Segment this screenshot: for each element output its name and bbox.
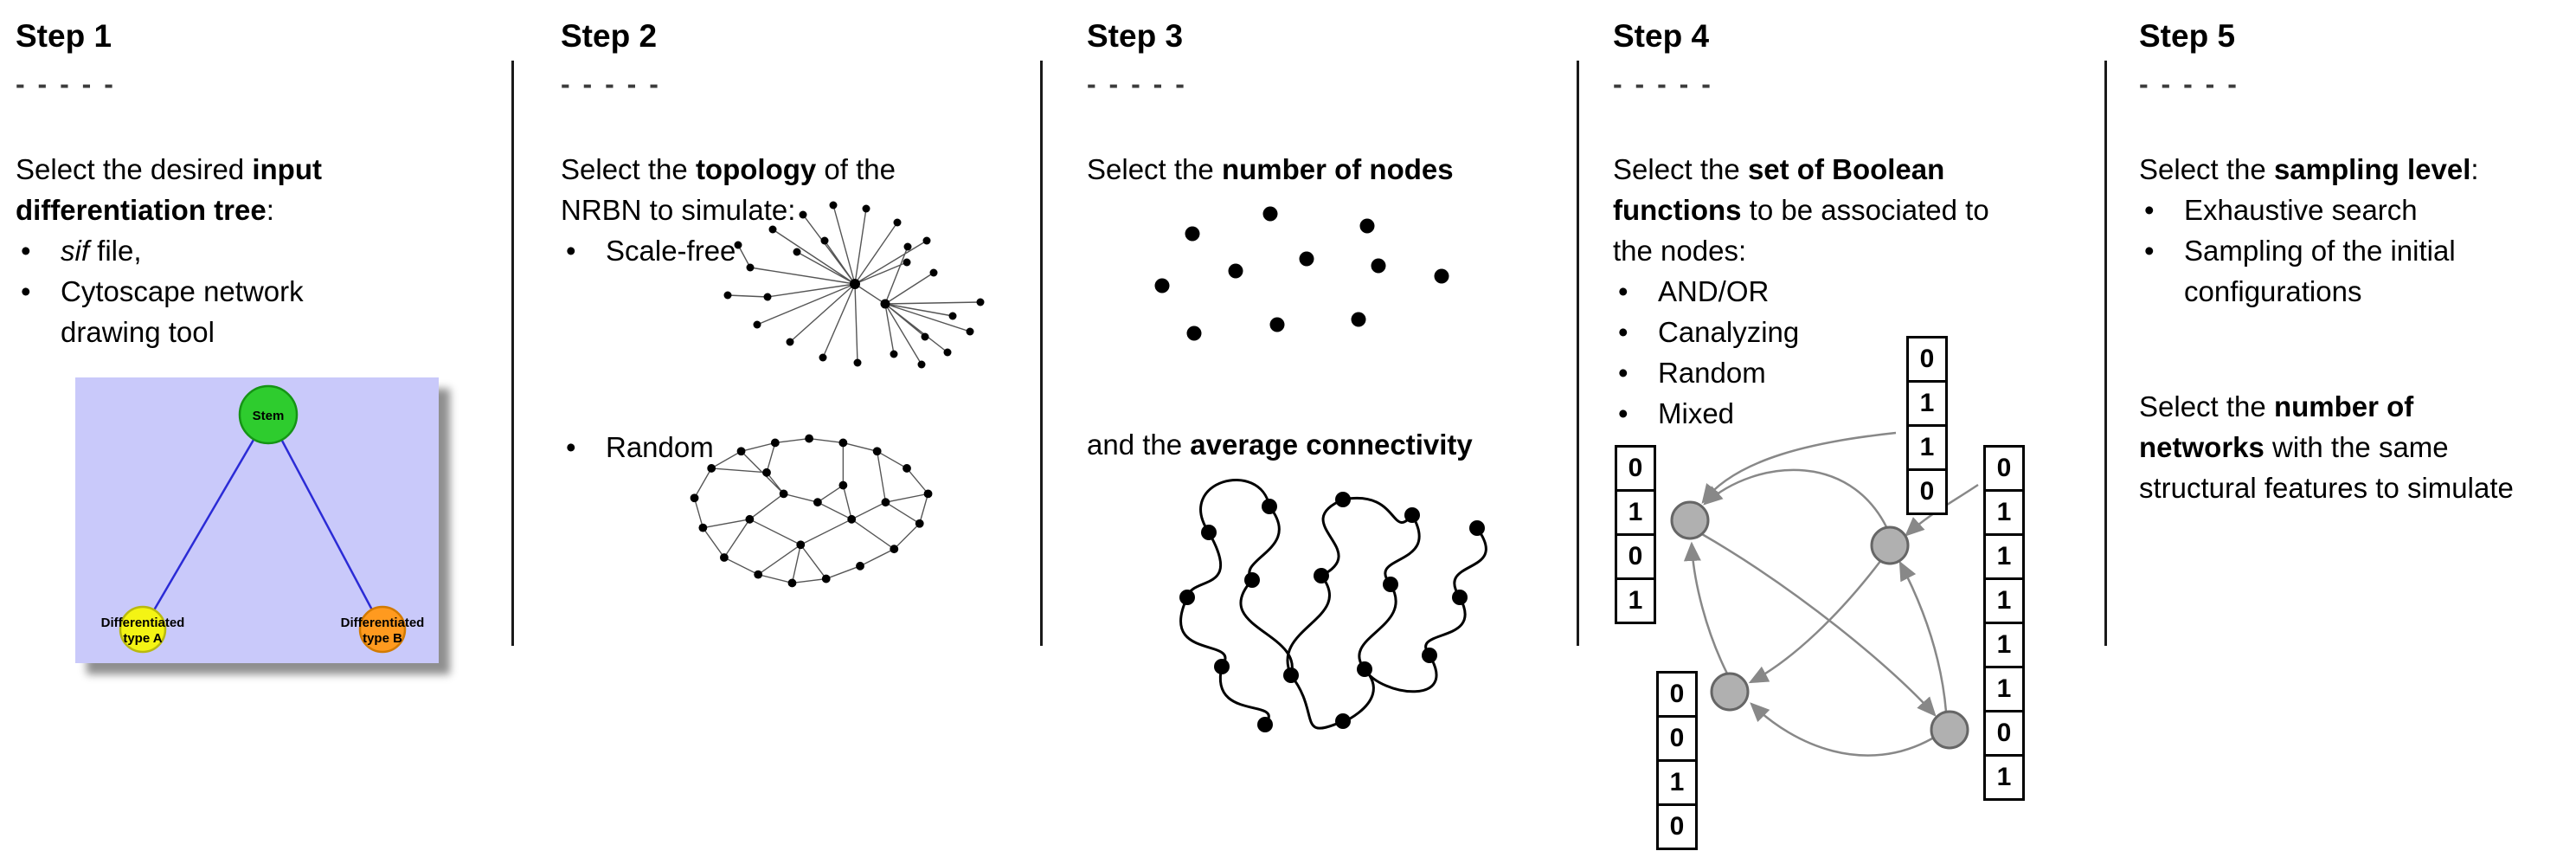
- truth-table-cell: 0: [1906, 468, 1948, 515]
- truth-table-right: 0 1 1 1 1 1 0 1: [1983, 445, 2025, 801]
- truth-table-top: 0 1 1 0: [1906, 336, 1948, 515]
- bullet-sif-file: • sif file,: [16, 230, 405, 271]
- bullet-exhaustive-search: • Exhaustive search: [2139, 190, 2576, 230]
- random-network-illustration: [690, 434, 933, 588]
- step-5-title: Step 5: [2139, 18, 2236, 54]
- connectivity-nodes: [1179, 492, 1485, 732]
- truth-table-cell: 0: [1615, 533, 1656, 580]
- scale-free-edges: [727, 204, 981, 365]
- bullet-scale-free: • Scale-free: [561, 230, 963, 271]
- bullet-icon: •: [2144, 194, 2155, 226]
- bullet-icon: •: [2144, 235, 2155, 267]
- tree-edge-right: [267, 414, 384, 630]
- truth-table-cell: 1: [1983, 489, 2025, 536]
- random-net-nodes: [690, 434, 933, 588]
- bullet-random: • Random: [561, 427, 963, 467]
- bullet-icon: •: [21, 275, 31, 307]
- step-1-title: Step 1: [16, 18, 112, 54]
- bullet-icon: •: [1618, 275, 1628, 307]
- step-3-dashes: - - - - -: [1087, 68, 1187, 100]
- differentiation-tree-illustration: Stem Differentiated type A Differentiate…: [75, 377, 439, 663]
- column-separator-2: [1040, 61, 1043, 646]
- step-4-title: Step 4: [1613, 18, 1710, 54]
- step-2-dashes: - - - - -: [561, 68, 661, 100]
- step-1-intro: Select the desired input differentiation…: [16, 153, 322, 226]
- truth-table-cell: 1: [1983, 622, 2025, 668]
- truth-table-cell: 1: [1983, 577, 2025, 624]
- bullet-icon: •: [1618, 357, 1628, 389]
- step-5-networks-para: Select the number of networks with the s…: [2139, 390, 2514, 504]
- step-2-intro: Select the topology of the NRBN to simul…: [561, 153, 896, 226]
- step-1-column: Step 1 - - - - - Select the desired inpu…: [16, 17, 405, 352]
- tree-edge-left: [141, 414, 270, 630]
- bullet-canalyzing: • Canalyzing: [1613, 312, 2050, 352]
- step-1-dashes: - - - - -: [16, 68, 116, 100]
- truth-table-left: 0 1 0 1: [1615, 445, 1656, 624]
- bullet-icon: •: [1618, 397, 1628, 429]
- step-5-dashes: - - - - -: [2139, 68, 2239, 100]
- type-a-label-line1: Differentiated: [101, 616, 185, 630]
- bullet-icon: •: [21, 235, 31, 267]
- type-b-label-line2: type B: [363, 631, 402, 646]
- step-3-line2: and the average connectivity: [1087, 429, 1473, 461]
- truth-table-cell: 0: [1656, 671, 1698, 718]
- type-b-label-line1: Differentiated: [341, 616, 425, 630]
- type-a-node: [119, 605, 167, 654]
- step-2-column: Step 2 - - - - - Select the topology of …: [561, 17, 963, 467]
- step-3-line1: Select the number of nodes: [1087, 153, 1454, 185]
- type-b-node: [358, 605, 407, 654]
- truth-table-cell: 0: [1983, 445, 2025, 492]
- truth-table-cell: 1: [1615, 577, 1656, 624]
- stem-node: [238, 384, 299, 445]
- truth-table-cell: 1: [1906, 380, 1948, 427]
- step-5-intro: Select the sampling level:: [2139, 153, 2479, 185]
- boolean-network-nodes: [1670, 500, 1969, 750]
- step-5-column: Step 5 - - - - - Select the sampling lev…: [2139, 17, 2576, 508]
- step-4-column: Step 4 - - - - - Select the set of Boole…: [1613, 17, 2050, 434]
- truth-table-cell: 1: [1656, 759, 1698, 806]
- truth-table-cell: 0: [1656, 715, 1698, 762]
- bullet-icon: •: [1618, 316, 1628, 348]
- bullet-mixed: • Mixed: [1613, 393, 2050, 434]
- bullet-icon: •: [566, 431, 576, 463]
- truth-table-cell: 0: [1615, 445, 1656, 492]
- gene-node-a: [1670, 500, 1710, 540]
- step-4-intro: Select the set of Boolean functions to b…: [1613, 153, 1989, 267]
- node-dots: [1154, 206, 1449, 341]
- truth-table-cell: 1: [1983, 666, 2025, 712]
- truth-table-cell: 1: [1983, 533, 2025, 580]
- step-2-title: Step 2: [561, 18, 658, 54]
- column-separator-1: [511, 61, 514, 646]
- boolean-network-illustration: 0 1 1 0 0 1 0 1 0 1 1 1 1 1 0 1 0 0 1 0: [1606, 329, 2108, 851]
- bullet-random-fn: • Random: [1613, 352, 2050, 393]
- type-a-label-line2: type A: [123, 631, 162, 646]
- truth-table-cell: 1: [1615, 489, 1656, 536]
- truth-table-cell: 0: [1906, 336, 1948, 383]
- stem-label: Stem: [253, 409, 285, 423]
- connectivity-edges: [1179, 479, 1487, 730]
- random-net-edges: [693, 437, 929, 584]
- scale-free-network-illustration: [723, 201, 985, 369]
- bullet-icon: •: [566, 235, 576, 267]
- gene-node-b: [1870, 525, 1910, 565]
- truth-table-cell: 0: [1656, 803, 1698, 850]
- truth-table-cell: 1: [1983, 754, 2025, 801]
- nodes-dots-illustration: [1154, 206, 1449, 341]
- scale-free-nodes: [723, 201, 985, 369]
- gene-node-d: [1930, 710, 1969, 750]
- column-separator-4: [2104, 61, 2107, 646]
- column-separator-3: [1577, 61, 1579, 646]
- truth-table-cell: 1: [1906, 424, 1948, 471]
- truth-table-cell: 0: [1983, 710, 2025, 757]
- step-4-dashes: - - - - -: [1613, 68, 1713, 100]
- step-3-column: Step 3 - - - - - Select the number of no…: [1087, 17, 1576, 465]
- differentiation-tree-svg: Stem Differentiated type A Differentiate…: [101, 384, 425, 654]
- connectivity-graph-illustration: [1179, 479, 1487, 732]
- gene-node-c: [1710, 672, 1750, 712]
- bullet-and-or: • AND/OR: [1613, 271, 2050, 312]
- truth-table-bottom: 0 0 1 0: [1656, 671, 1698, 850]
- step-3-title: Step 3: [1087, 18, 1184, 54]
